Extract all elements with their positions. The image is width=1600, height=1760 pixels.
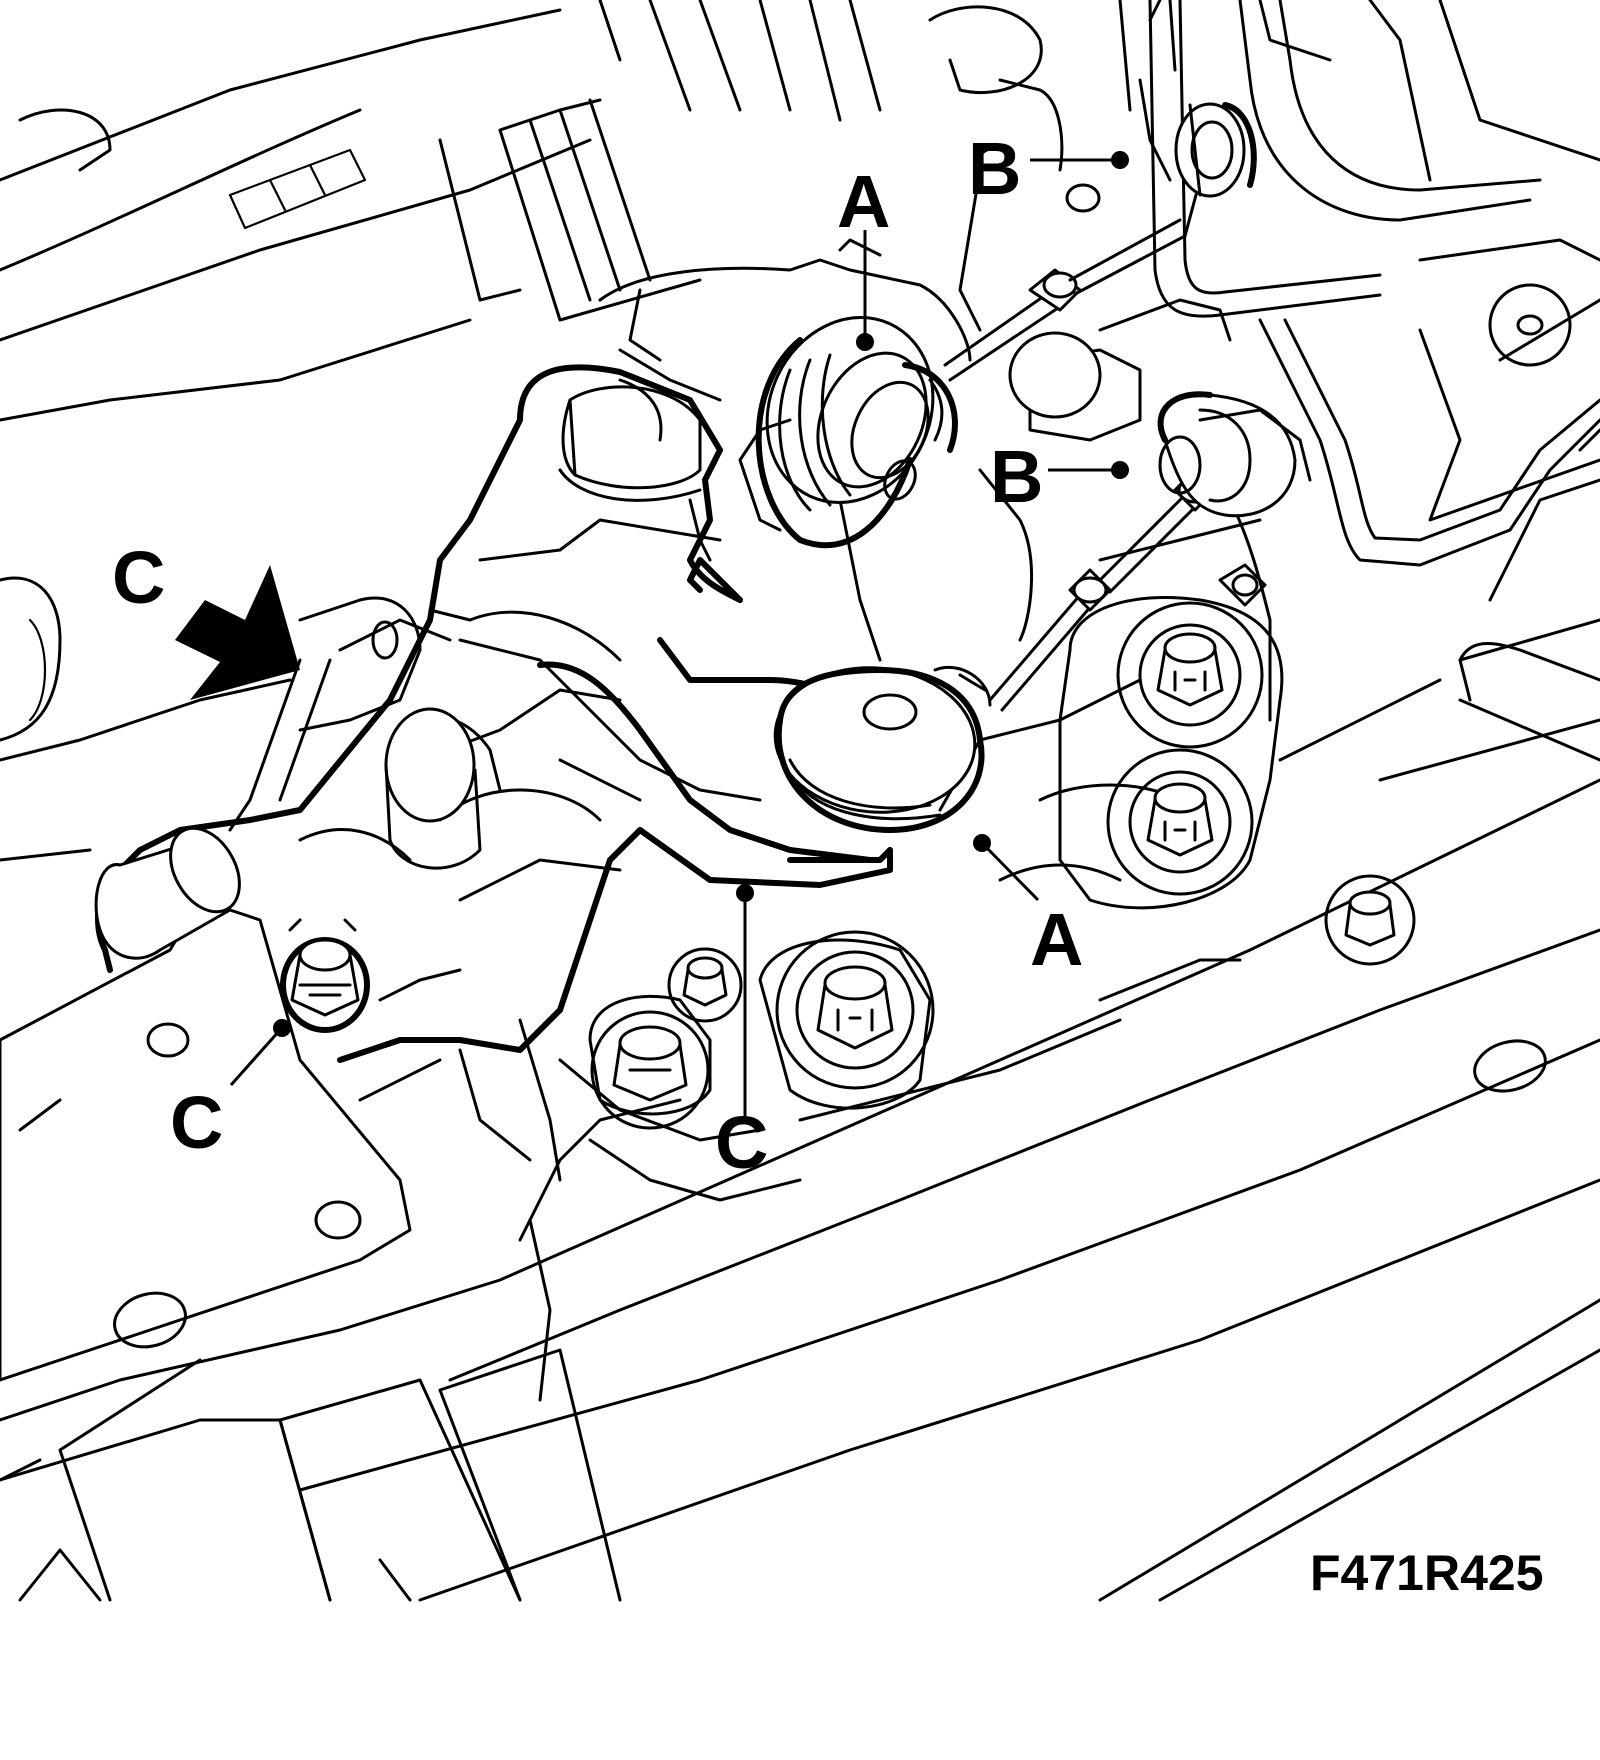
callout-labels: A B B A C C C — [112, 127, 1083, 1184]
subframe-rail — [0, 778, 1600, 1602]
leader-lines — [229, 151, 1129, 1120]
direction-arrow — [175, 565, 300, 700]
clamp-bolt — [280, 918, 370, 1033]
callout-b-top: B — [968, 127, 1021, 210]
mount-bolts — [1058, 563, 1416, 966]
callout-c-bottom: C — [715, 1101, 768, 1184]
gear-shift-housing — [95, 364, 893, 1182]
shift-rods — [943, 78, 1312, 712]
callout-a-bottom: A — [1030, 898, 1083, 981]
callout-c-left: C — [170, 1081, 223, 1164]
lower-bolts — [588, 930, 935, 1130]
upper-bushing — [738, 316, 958, 549]
figure-reference: F471R425 — [1310, 1545, 1544, 1601]
callout-c-arrow: C — [112, 536, 165, 619]
callout-b-middle: B — [990, 435, 1043, 518]
callout-a-top: A — [837, 160, 890, 243]
background-structure — [0, 0, 1600, 862]
left-cylinder — [94, 596, 482, 960]
pipe-lines — [1148, 0, 1600, 702]
lower-bushing — [773, 665, 992, 833]
